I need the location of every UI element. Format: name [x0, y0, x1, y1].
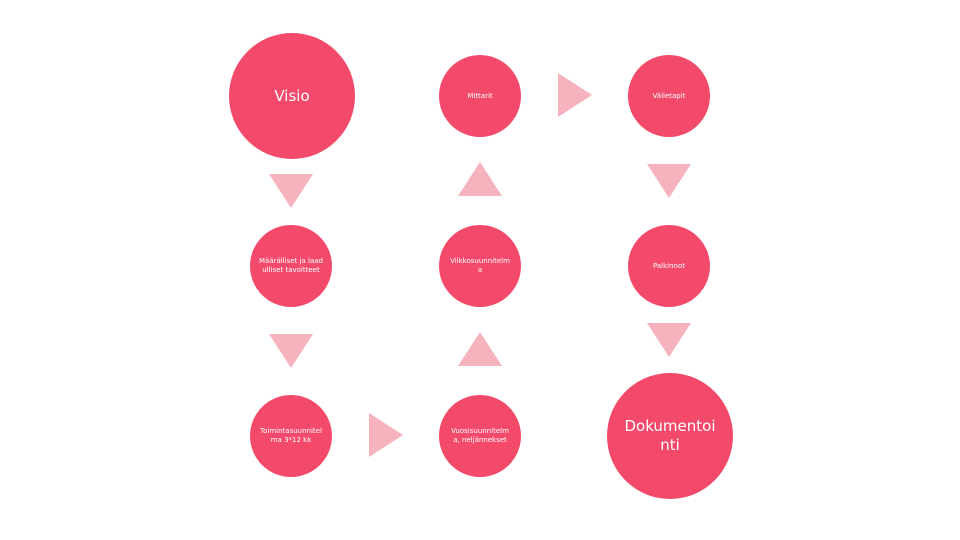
arrow-down-visio-to-tavoitteet: [269, 174, 313, 208]
node-vuosisuunnitelma-label: Vuosisuunnitelma, neljännekset: [451, 427, 509, 444]
arrow-up-viikkosuunnitelma-to-mittarit: [458, 162, 502, 196]
node-valietapit: Välietapit: [628, 55, 710, 137]
node-viikkosuunnitelma: Viikkosuunnitelma: [439, 225, 521, 307]
node-mittarit: Mittarit: [439, 55, 521, 137]
node-toimintasuunnitelma: Toimintasuunnitelma 3*12 kk: [250, 395, 332, 477]
node-viikkosuunnitelma-label: Viikkosuunnitelma: [450, 257, 510, 274]
node-tavoitteet-label: Määrälliset ja laadulliset tavoitteet: [259, 257, 323, 274]
node-dokumentointi: Dokumentointi: [607, 373, 733, 499]
node-mittarit-label: Mittarit: [467, 91, 493, 100]
node-visio-label: Visio: [274, 87, 310, 105]
arrow-down-valietapit-to-palkinnot: [647, 164, 691, 198]
node-palkinnot: Palkinnot: [628, 225, 710, 307]
arrow-up-vuosisuunnitelma-to-viikkosuunnitelma: [458, 332, 502, 366]
node-visio: Visio: [229, 33, 355, 159]
node-toimintasuunnitelma-label: Toimintasuunnitelma 3*12 kk: [260, 427, 322, 444]
node-tavoitteet: Määrälliset ja laadulliset tavoitteet: [250, 225, 332, 307]
node-vuosisuunnitelma: Vuosisuunnitelma, neljännekset: [439, 395, 521, 477]
arrow-right-toimintasuunnitelma-to-vuosisuunnitelma: [369, 413, 403, 457]
node-valietapit-label: Välietapit: [652, 91, 686, 100]
arrow-down-palkinnot-to-dokumentointi: [647, 323, 691, 357]
node-dokumentointi-label: Dokumentointi: [624, 417, 716, 454]
arrow-right-mittarit-to-valietapit: [558, 73, 592, 117]
arrow-down-tavoitteet-to-toimintasuunnitelma: [269, 334, 313, 368]
node-palkinnot-label: Palkinnot: [652, 261, 686, 270]
